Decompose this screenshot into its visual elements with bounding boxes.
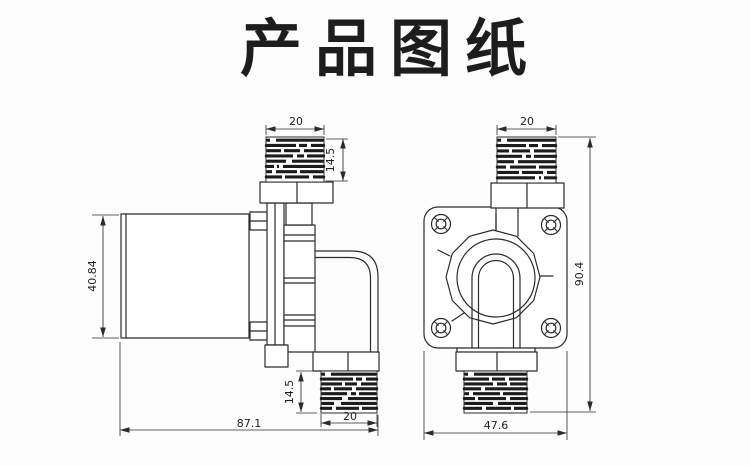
flange-foot: [264, 344, 289, 368]
mounting-standoff-top: [249, 211, 268, 231]
side-view-drawing: 20 14.5 40.84 14.5 20: [86, 115, 380, 436]
dimension-side-top-thread-length: 14.5: [324, 138, 348, 182]
svg-text:40.84: 40.84: [86, 260, 99, 292]
impeller-chamber-circle: [456, 238, 536, 318]
corner-screw-top-right: [540, 214, 562, 236]
dimension-side-overall-width: 87.1: [119, 342, 379, 436]
svg-text:90.4: 90.4: [573, 262, 586, 287]
svg-text:47.6: 47.6: [484, 419, 509, 432]
inlet-neck: [285, 202, 313, 226]
corner-screw-bottom-left: [430, 317, 452, 339]
dimension-front-top-width: 20: [496, 115, 557, 135]
svg-text:14.5: 14.5: [324, 148, 337, 173]
dimension-side-bottom-width: 20: [320, 410, 378, 427]
svg-text:20: 20: [520, 115, 534, 128]
outlet-thread-side-view: [319, 370, 379, 414]
corner-screw-bottom-right: [540, 317, 562, 339]
dimension-side-top-width: 20: [265, 115, 325, 135]
volute-housing: [445, 229, 541, 325]
front-outlet-hex-nut: [455, 351, 538, 372]
svg-text:14.5: 14.5: [283, 380, 296, 405]
pump-head: [283, 224, 316, 353]
dimension-side-motor-height: 40.84: [86, 214, 119, 339]
mold-tick-marks: [437, 213, 554, 322]
mounting-standoff-bottom: [249, 321, 268, 341]
outlet-thread-front-view: [462, 370, 529, 414]
flow-channel-arch: [471, 253, 521, 349]
motor-body: [120, 213, 250, 339]
svg-text:87.1: 87.1: [237, 417, 262, 430]
outlet-hex-nut: [312, 351, 380, 372]
inlet-hex-nut: [259, 181, 334, 204]
outlet-elbow-pipe: [314, 250, 379, 354]
dimension-front-overall-height: 90.4: [530, 136, 596, 413]
inlet-thread-side-view: [264, 136, 326, 183]
corner-screw-top-left: [430, 213, 452, 235]
front-inlet-hex-nut: [490, 182, 565, 209]
dimension-side-bottom-thread-length: 14.5: [283, 370, 317, 414]
outlet-neck-lines: [456, 347, 536, 353]
mounting-flange-plate: [266, 202, 285, 346]
svg-text:20: 20: [289, 115, 303, 128]
inlet-thread-front-view: [495, 136, 558, 184]
page-title: 产品图纸: [240, 12, 540, 85]
dimension-front-flange-width: 47.6: [423, 351, 568, 440]
front-view-drawing: 20 90.4 47.6: [423, 115, 596, 440]
svg-text:20: 20: [343, 410, 357, 423]
